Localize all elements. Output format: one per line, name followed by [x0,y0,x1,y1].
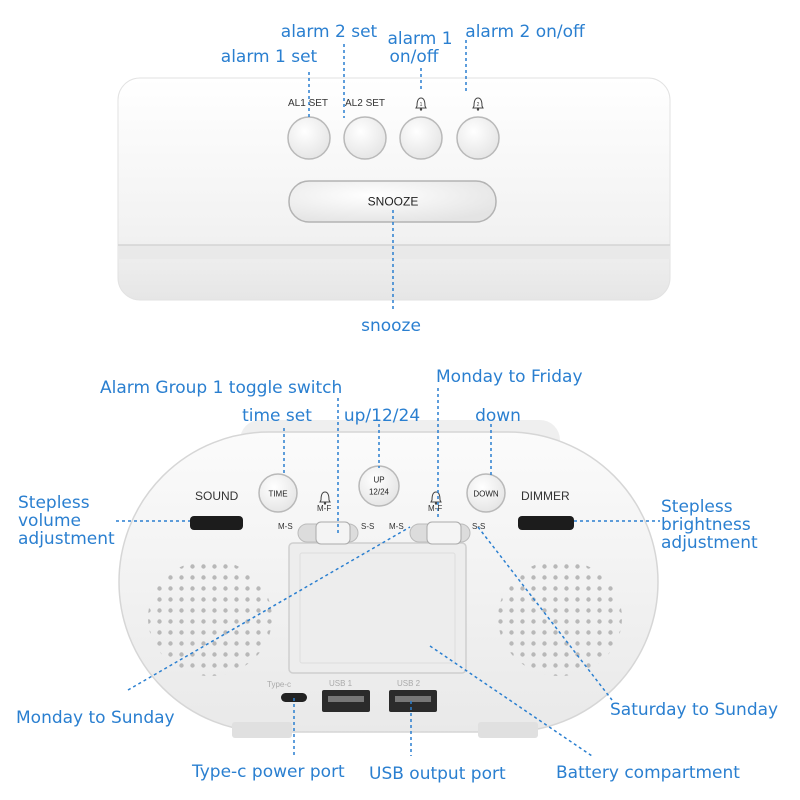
time-button-label: TIME [268,489,288,499]
up-button-label-2: 12/24 [368,487,390,497]
mf-print-right: M-F [428,504,443,513]
label-down: down [475,406,521,426]
alarm1-onoff-button[interactable] [399,116,443,160]
down-button[interactable] [466,473,506,513]
alarm2-set-button[interactable] [343,116,387,160]
bell-icon [319,491,331,505]
label-stepless-volume: Stepless volume adjustment [18,493,115,549]
label-alarm2-set: alarm 2 set [280,22,378,42]
label-stepless-brightness: Stepless brightness adjustment [661,497,758,553]
bell-icon: 2 [472,97,484,111]
battery-compartment [288,542,467,674]
ss-print-left: S-S [361,522,375,531]
volume-wheel[interactable] [190,516,243,530]
label-alarm1-onoff-line2: on/off [389,47,439,67]
bell-icon: 1 [415,97,427,111]
right-speaker-grille [498,560,622,676]
up-button-label: UP [373,475,385,485]
label-typec-power-port: Type-c power port [192,762,345,782]
label-snooze: snooze [361,316,421,336]
ss-print-right: S-S [472,522,486,531]
dimmer-wheel[interactable] [518,516,574,530]
svg-text:2: 2 [477,102,480,108]
label-monday-to-sunday: Monday to Sunday [16,708,175,728]
mf-print-left: M-F [317,504,332,513]
left-speaker-grille [148,560,272,676]
ms-print-left: M-S [278,522,293,531]
svg-text:1: 1 [420,102,423,108]
alarm2-onoff-button[interactable] [456,116,500,160]
top-leader-lines [308,40,467,312]
bell-icon [430,491,442,505]
label-alarm-group-toggle: Alarm Group 1 toggle switch [100,378,343,398]
alarm1-set-print: AL1 SET [288,98,329,109]
usb2-print: USB 2 [397,679,421,688]
down-button-label: DOWN [473,489,499,499]
dimmer-print: DIMMER [521,489,570,503]
back-leader-lines [116,388,660,757]
time-button[interactable] [258,473,298,513]
typec-port[interactable] [281,693,307,702]
typec-print: Type-c [267,680,292,689]
back-device [118,420,659,738]
label-alarm2-onoff: alarm 2 on/off [465,22,585,42]
label-usb-output-port: USB output port [369,764,506,784]
top-device: 1 2 [117,77,671,301]
label-up-12-24: up/12/24 [343,406,421,426]
label-time-set: time set [242,406,312,426]
alarm2-set-print: AL2 SET [345,98,386,109]
usb1-print: USB 1 [329,679,353,688]
sound-print: SOUND [195,489,239,503]
label-monday-to-friday: Monday to Friday [436,367,583,387]
ms-print-right: M-S [389,522,404,531]
snooze-button-label: SNOOZE [367,194,419,209]
label-alarm1-set: alarm 1 set [220,47,318,67]
label-alarm1-onoff-line1: alarm 1 [387,29,453,49]
alarm1-set-button[interactable] [287,116,331,160]
label-battery-compartment: Battery compartment [556,763,740,783]
label-saturday-to-sunday: Saturday to Sunday [610,700,779,720]
